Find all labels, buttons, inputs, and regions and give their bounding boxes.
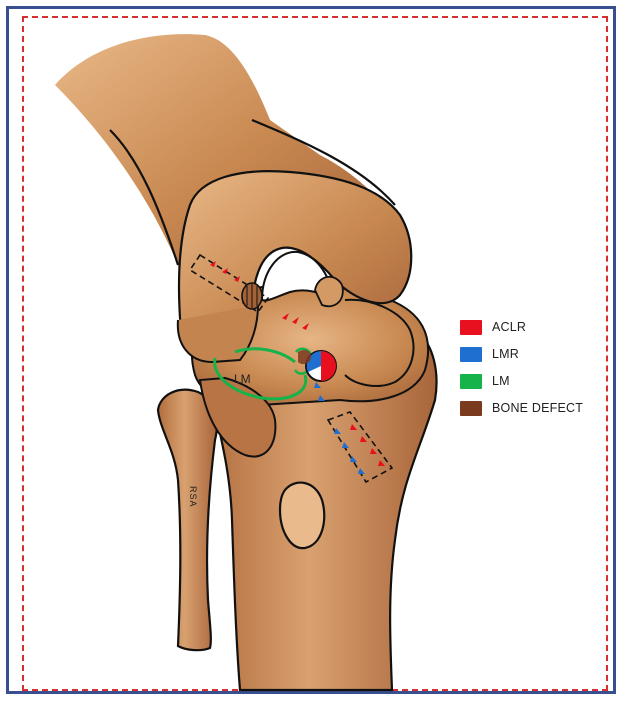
legend-item-bone-defect: BONE DEFECT xyxy=(460,397,583,419)
legend-label-lm: LM xyxy=(492,374,510,388)
legend-item-lm: LM xyxy=(460,370,583,392)
tibial-hole xyxy=(280,483,324,549)
legend-label-aclr: ACLR xyxy=(492,320,526,334)
legend-label-bone-defect: BONE DEFECT xyxy=(492,401,583,415)
lm-label: LM xyxy=(234,372,251,386)
legend-swatch-aclr xyxy=(460,320,482,335)
legend-label-lmr: LMR xyxy=(492,347,519,361)
fibula xyxy=(158,390,217,650)
legend: ACLR LMR LM BONE DEFECT xyxy=(460,316,583,424)
legend-swatch-bone-defect xyxy=(460,401,482,416)
legend-item-lmr: LMR xyxy=(460,343,583,365)
legend-swatch-lmr xyxy=(460,347,482,362)
legend-swatch-lm xyxy=(460,374,482,389)
fibula-label: RSA xyxy=(188,486,198,508)
legend-item-aclr: ACLR xyxy=(460,316,583,338)
